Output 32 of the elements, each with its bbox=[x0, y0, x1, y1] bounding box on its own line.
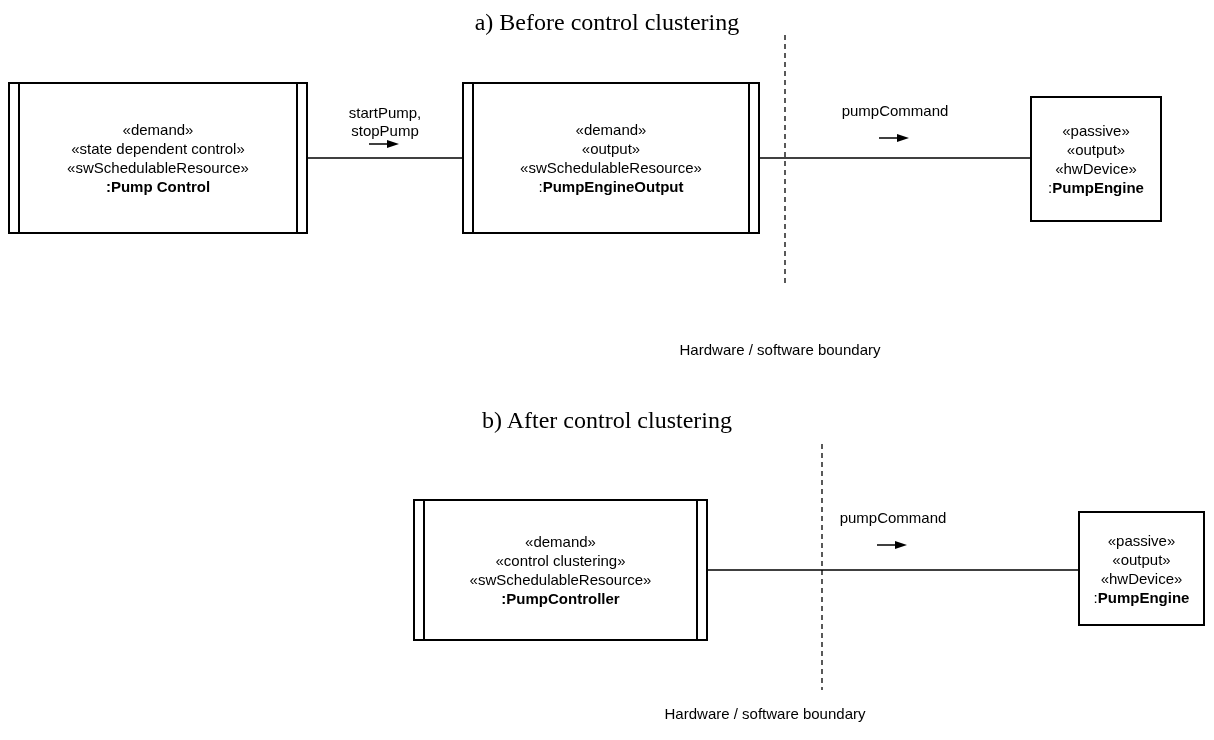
object-name: :PumpEngine bbox=[1048, 178, 1144, 197]
active-object-box bbox=[462, 82, 760, 234]
stereotype-text: «output» bbox=[1112, 549, 1171, 569]
object-name: :PumpEngine bbox=[1093, 587, 1190, 607]
object-name: :PumpController bbox=[501, 589, 620, 608]
passive-object-box bbox=[1078, 511, 1205, 626]
stereotype-text: «output» bbox=[1066, 140, 1126, 159]
stereotype-text: «control clustering» bbox=[495, 551, 626, 570]
stereotype-text: «swSchedulableResource» bbox=[469, 570, 652, 589]
passive-object-box bbox=[1030, 96, 1162, 222]
section-title: a) Before control clustering bbox=[473, 8, 741, 36]
stereotype-text: «passive» bbox=[1062, 121, 1130, 140]
section-title: b) After control clustering bbox=[481, 406, 733, 434]
stereotype-text: «hwDevice» bbox=[1055, 159, 1137, 178]
stereotype-text: «demand» bbox=[575, 120, 647, 139]
stereotype-text: «hwDevice» bbox=[1100, 568, 1183, 588]
stereotype-text: «demand» bbox=[122, 120, 194, 139]
connector-line bbox=[307, 157, 463, 159]
boundary-label: Hardware / software boundary bbox=[678, 340, 882, 360]
stereotype-text: «output» bbox=[581, 139, 641, 158]
stereotype-text: «swSchedulableResource» bbox=[520, 158, 702, 177]
boundary-label: Hardware / software boundary bbox=[663, 704, 867, 724]
stereotype-text: «demand» bbox=[525, 532, 596, 551]
connector-line bbox=[759, 157, 1031, 159]
stereotype-text: «swSchedulableResource» bbox=[67, 158, 249, 177]
object-name: :Pump Control bbox=[105, 177, 211, 196]
active-object-box bbox=[8, 82, 308, 234]
connector-line bbox=[707, 569, 1079, 571]
stereotype-text: «passive» bbox=[1107, 530, 1176, 550]
stereotype-text: «state dependent control» bbox=[71, 139, 245, 158]
object-name: :PumpEngineOutput bbox=[538, 177, 684, 196]
active-object-box bbox=[413, 499, 708, 641]
